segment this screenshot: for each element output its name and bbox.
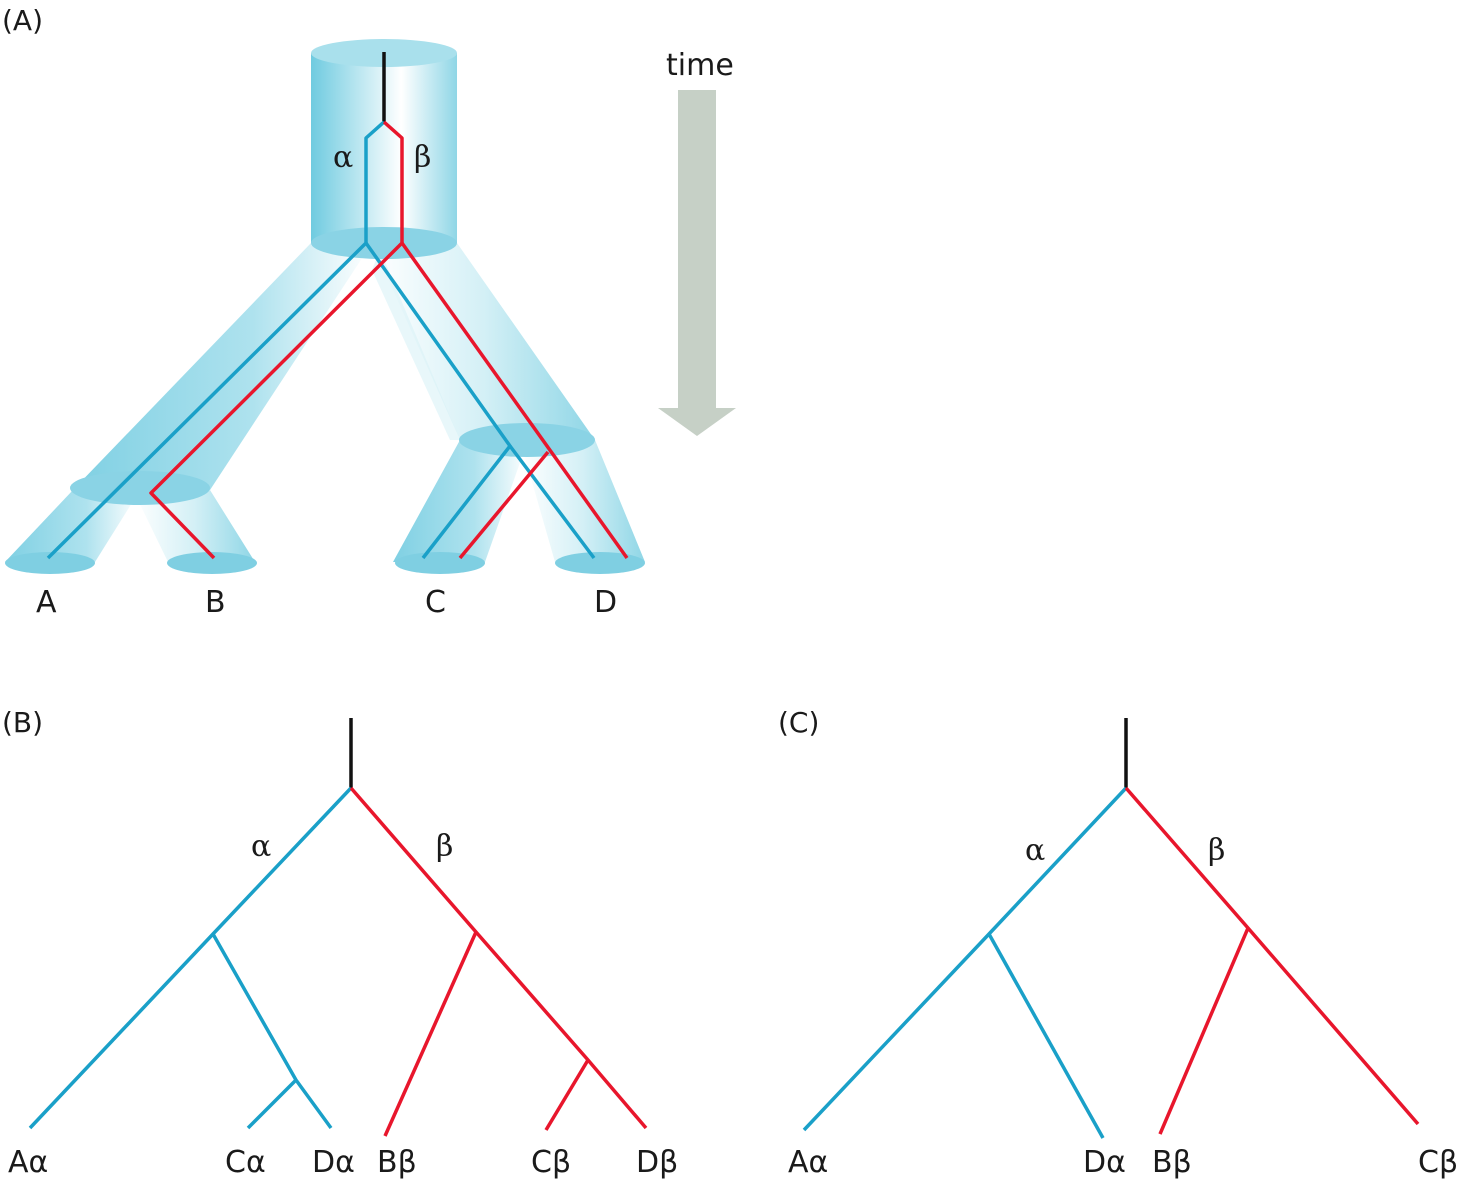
b-beta-c-branch (544, 1059, 590, 1131)
b-leaf-c-beta: Cβ (531, 1145, 571, 1180)
panel-a-label: (A) (2, 4, 43, 37)
panel-c-gene-tree: (C) α β Aα Dα Bβ Cβ (778, 706, 1458, 1180)
leaf-cap-b (167, 552, 257, 574)
gene-lineages (46, 52, 629, 560)
beta-lineage-c (458, 450, 550, 560)
c-alpha-d-branch (987, 933, 1105, 1139)
c-alpha-label: α (1025, 833, 1045, 868)
c-beta-label: β (1208, 833, 1225, 868)
b-alpha-c-branch (246, 1078, 298, 1130)
c-alpha-a-branch (802, 786, 1128, 1132)
b-beta-label: β (436, 829, 453, 864)
beta-label-a: β (414, 140, 431, 175)
tube-d (520, 440, 645, 562)
tube-c (393, 440, 528, 562)
c-beta-c-branch (1124, 786, 1420, 1126)
species-label-c: C (425, 585, 446, 620)
panel-c-label: (C) (778, 706, 819, 739)
b-alpha-a-branch (28, 786, 353, 1130)
b-leaf-d-beta: Dβ (636, 1145, 678, 1180)
panel-b-label: (B) (2, 706, 43, 739)
b-leaf-a-alpha: Aα (8, 1145, 48, 1180)
b-beta-d-branch (349, 786, 648, 1130)
panel-b-gene-tree: (B) α β Aα Cα Dα Bβ Cβ Dβ (2, 706, 678, 1180)
panel-a-species-tree: (A) (2, 4, 736, 620)
c-leaf-b-beta: Bβ (1152, 1145, 1192, 1180)
leaf-cap-d (555, 552, 645, 574)
b-alpha-label: α (251, 829, 271, 864)
c-leaf-c-beta: Cβ (1418, 1145, 1458, 1180)
species-label-a: A (36, 585, 57, 620)
right-branch-tube (372, 243, 595, 440)
left-branch-tube (73, 243, 372, 490)
ab-node (70, 471, 210, 505)
species-tree-tubes (5, 39, 645, 574)
time-arrow-icon (658, 90, 736, 436)
cd-node (459, 423, 595, 457)
c-leaf-d-alpha: Dα (1083, 1145, 1126, 1180)
time-label: time (666, 48, 734, 83)
tube-a (5, 490, 140, 562)
leaf-cap-a (5, 552, 95, 574)
species-label-d: D (594, 585, 617, 620)
c-leaf-a-alpha: Aα (788, 1145, 828, 1180)
alpha-label-a: α (333, 140, 353, 175)
b-leaf-c-alpha: Cα (225, 1145, 266, 1180)
species-label-b: B (205, 585, 226, 620)
beta-lineage-d (400, 241, 629, 560)
b-beta-b-branch (383, 931, 478, 1137)
b-leaf-b-beta: Bβ (377, 1145, 417, 1180)
leaf-cap-c (395, 552, 485, 574)
c-beta-b-branch (1158, 927, 1250, 1135)
trunk-base-node (311, 227, 457, 259)
alpha-lineage-d (508, 444, 596, 560)
b-alpha-d-branch (211, 933, 333, 1130)
b-leaf-d-alpha: Dα (312, 1145, 355, 1180)
alpha-lineage-a (46, 120, 386, 560)
